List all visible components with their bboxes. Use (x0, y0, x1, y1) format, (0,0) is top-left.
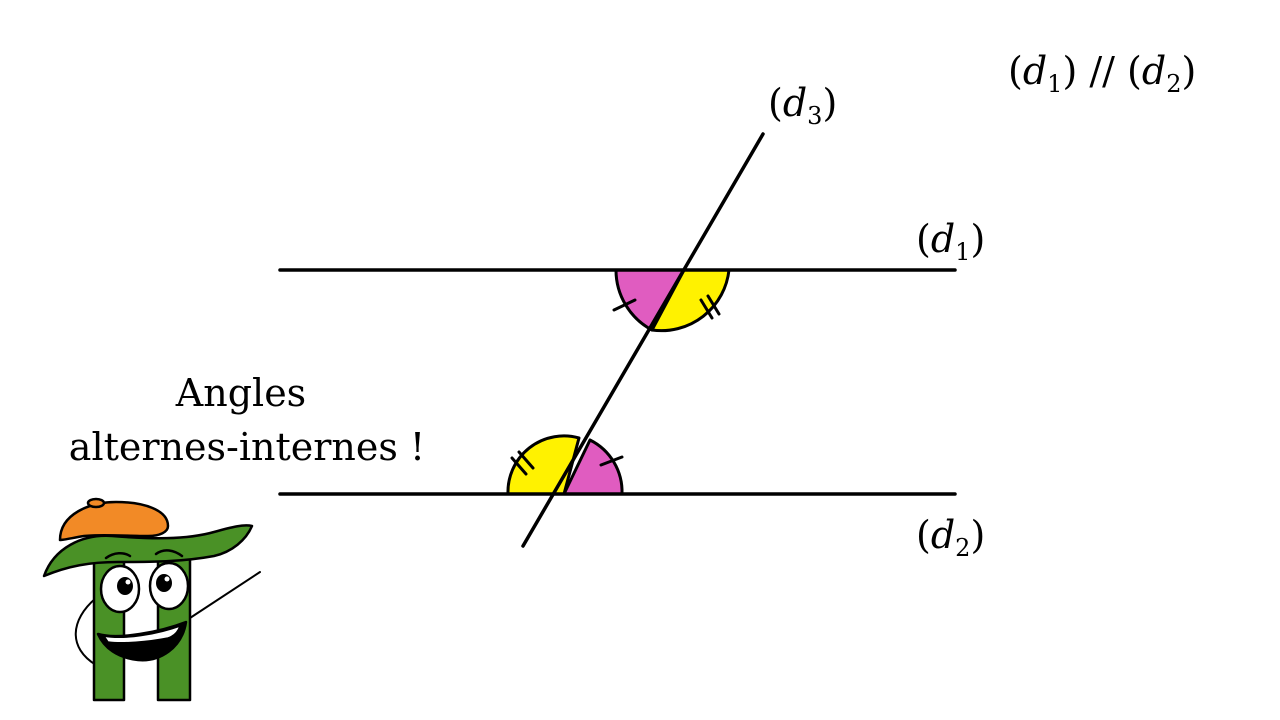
mascot-teeth (103, 625, 181, 644)
label-d3: (d3) (768, 81, 837, 130)
lines (278, 132, 957, 548)
mascot-left-arm (74, 597, 97, 666)
tick-double-upper-b (706, 294, 721, 316)
mascot-right-eyebrow (154, 549, 184, 558)
mascot-beret (58, 500, 170, 542)
tick-single-upper (612, 298, 637, 312)
upper-angle-yellow (650, 268, 731, 333)
mascot-left-eyebrow (104, 552, 132, 560)
lower-angle-pink (562, 438, 624, 496)
mascot-beret-stem (86, 497, 106, 509)
tick-double-lower-b (517, 450, 535, 470)
label-d1: (d1) (916, 217, 985, 266)
mascot-pointing-arm (189, 571, 261, 619)
mascot-left-pupil (117, 577, 133, 595)
tick-single-lower (599, 455, 624, 467)
caption-line-2: alternes-internes ! (69, 425, 425, 469)
parallel-statement: (d1) // (d2) (1008, 49, 1196, 98)
mascot-right-glint (164, 576, 170, 582)
caption-line-1: Angles (175, 371, 306, 415)
pi-mascot-icon (42, 497, 261, 702)
line-d3 (521, 132, 765, 548)
mascot-right-pupil (156, 574, 172, 592)
angle-tick-marks (510, 294, 721, 476)
tick-double-upper-a (699, 298, 714, 320)
mascot-left-glint (125, 579, 131, 585)
tick-double-lower-a (510, 456, 528, 476)
label-d2: (d2) (916, 513, 985, 562)
